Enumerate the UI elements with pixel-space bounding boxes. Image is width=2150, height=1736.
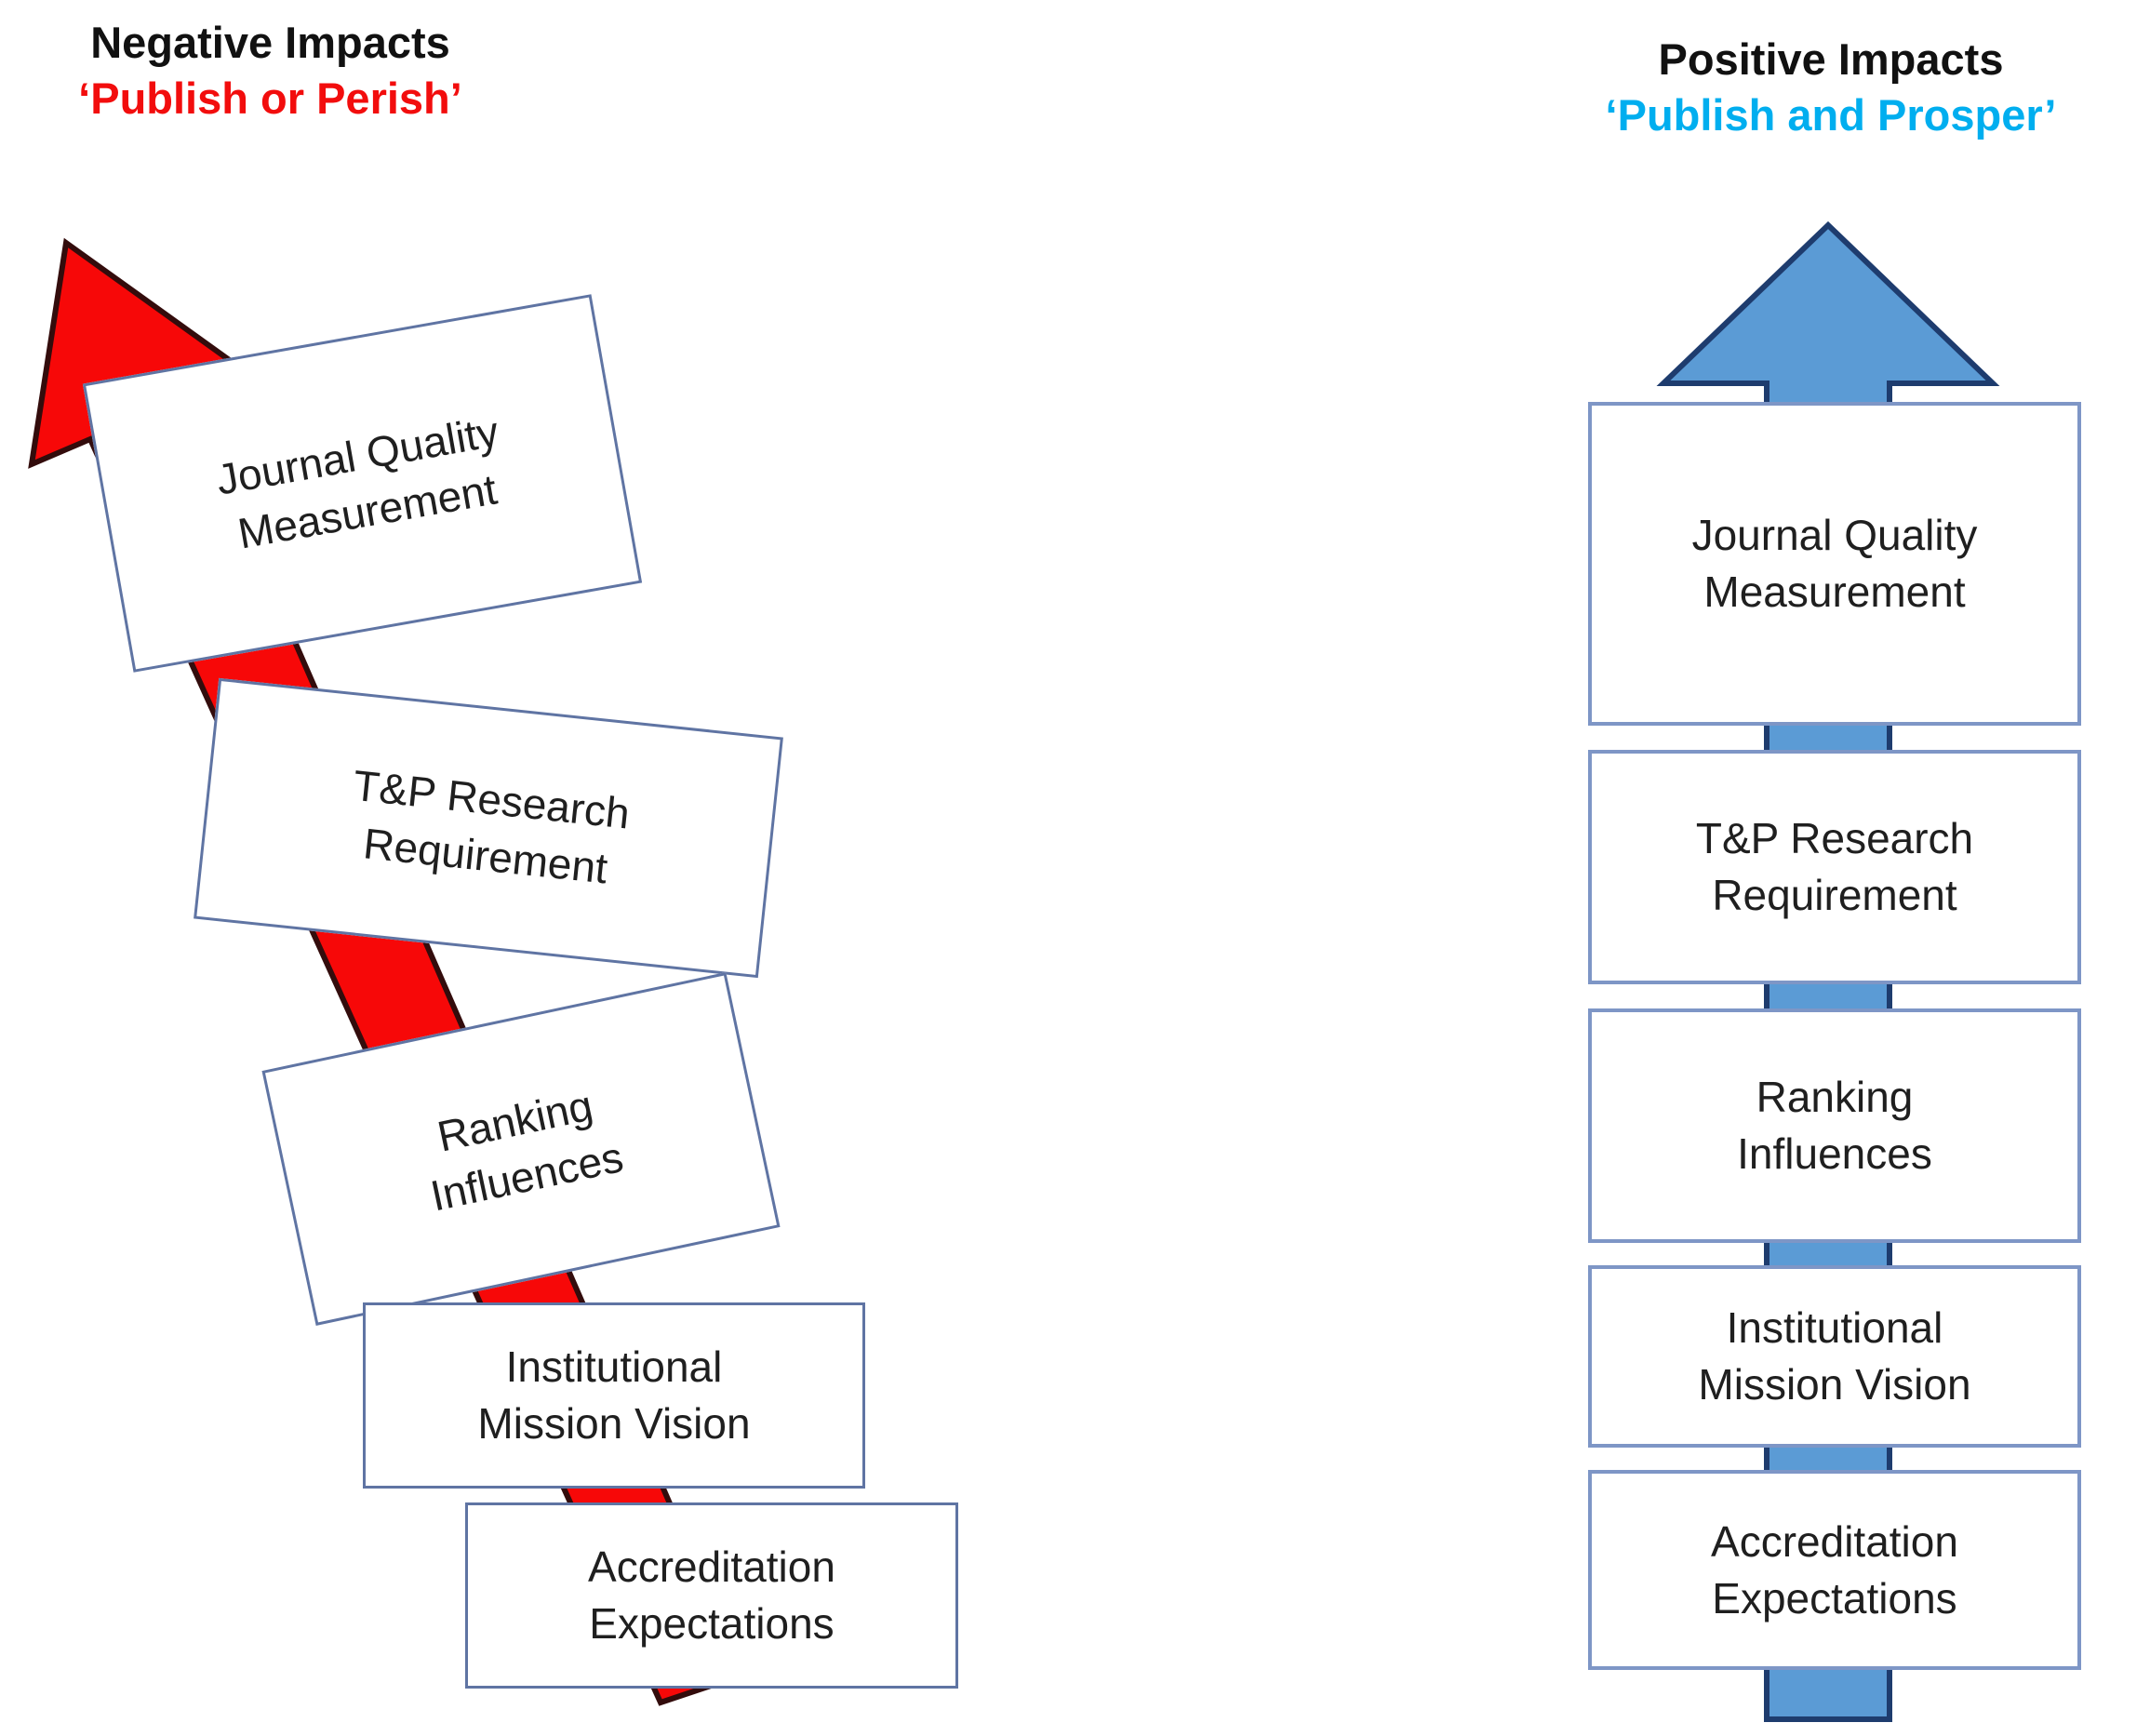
publish-or-perish-subtitle: ‘Publish or Perish’ [78,73,462,124]
negative-impacts-title: Negative Impacts [90,18,450,67]
right-box-ranking-influences: Ranking Influences [1588,1008,2081,1243]
left-box-institutional-mission-vision: Institutional Mission Vision [363,1302,865,1489]
positive-impacts-title: Positive Impacts [1658,34,2004,84]
left-column-header: Negative Impacts ‘Publish or Perish’ [17,15,524,127]
left-box-accreditation-expectations: Accreditation Expectations [465,1502,958,1689]
right-box-institutional-mission-vision: Institutional Mission Vision [1588,1265,2081,1448]
right-box-accreditation-expectations: Accreditation Expectations [1588,1470,2081,1670]
publish-and-prosper-subtitle: ‘Publish and Prosper’ [1605,90,2057,140]
right-box-journal-quality-measurement: Journal Quality Measurement [1588,402,2081,726]
right-column-header: Positive Impacts ‘Publish and Prosper’ [1496,32,2150,143]
right-box-tp-research-requirement: T&P Research Requirement [1588,750,2081,984]
